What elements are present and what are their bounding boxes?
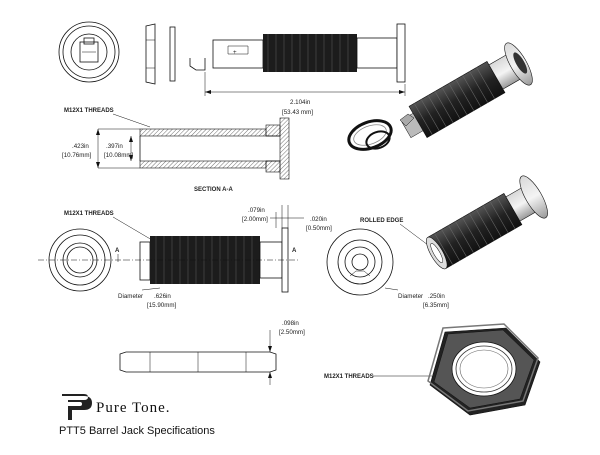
nut-side-view-top (145, 23, 176, 85)
section-mark-left: A (115, 248, 120, 254)
overall-length-in: 2.104in (290, 99, 311, 106)
flange-edge-in: .020in (310, 216, 327, 223)
nut-thickness-in: .098in (282, 320, 299, 327)
middle-side-view: M12X1 THREADS A A .079in [2.00mm] .020in… (64, 205, 332, 309)
body-diameter-mm: [15.90mm] (147, 302, 177, 309)
threads-label-mid: M12X1 THREADS (64, 211, 114, 217)
brand-wordmark: Pure Tone (96, 400, 166, 416)
hex-nut-3d-view: M12X1 THREADS (324, 323, 541, 416)
brand-dot: . (165, 400, 171, 416)
flange-width-mm: [2.00mm] (242, 216, 268, 223)
nut-side-view-bottom: .098in [2.50mm] (119, 320, 305, 385)
diameter-word-right: Diameter (398, 293, 423, 300)
section-a-a-view: M12X1 THREADS .423in [10.76mm] .397in [1… (62, 108, 290, 193)
diameter-word-left: Diameter (118, 293, 143, 300)
section-title: SECTION A-A (194, 187, 233, 193)
spec-caption: PTT5 Barrel Jack Specifications (59, 425, 215, 437)
flange-edge-mm: [0.50mm] (306, 225, 332, 232)
thread-ridges-top (267, 34, 349, 72)
inner-bore-mm: [10.08mm] (104, 152, 134, 159)
top-side-view: + 2.104in [53.43 mm] (189, 23, 406, 116)
section-mark-right: A (292, 248, 297, 254)
inner-diameter-in: .250in (428, 293, 445, 300)
nut-thickness-mm: [2.50mm] (279, 329, 305, 336)
plus-symbol: + (233, 49, 237, 56)
overall-length-mm: [53.43 mm] (282, 109, 313, 116)
threads-label-top: M12X1 THREADS (64, 108, 114, 114)
brand-logo (58, 394, 92, 420)
rolled-edge-label: ROLLED EDGE (360, 218, 403, 224)
threads-label-nut: M12X1 THREADS (324, 374, 374, 380)
front-end-view (58, 21, 120, 83)
body-diameter-in: .626in (154, 293, 171, 300)
flange-width-in: .079in (248, 207, 265, 214)
brand-name: Pure Tone. (96, 400, 171, 417)
inner-diameter-mm: [6.35mm] (423, 302, 449, 309)
outer-bore-mm: [10.76mm] (62, 152, 92, 159)
rear-end-view: Diameter .250in [6.35mm] (326, 228, 449, 309)
inner-bore-in: .397in (106, 143, 123, 150)
front-flange-view (38, 228, 124, 292)
exploded-3d-view (347, 42, 533, 151)
outer-bore-in: .423in (72, 143, 89, 150)
assembled-3d-view: ROLLED EDGE (360, 175, 548, 270)
